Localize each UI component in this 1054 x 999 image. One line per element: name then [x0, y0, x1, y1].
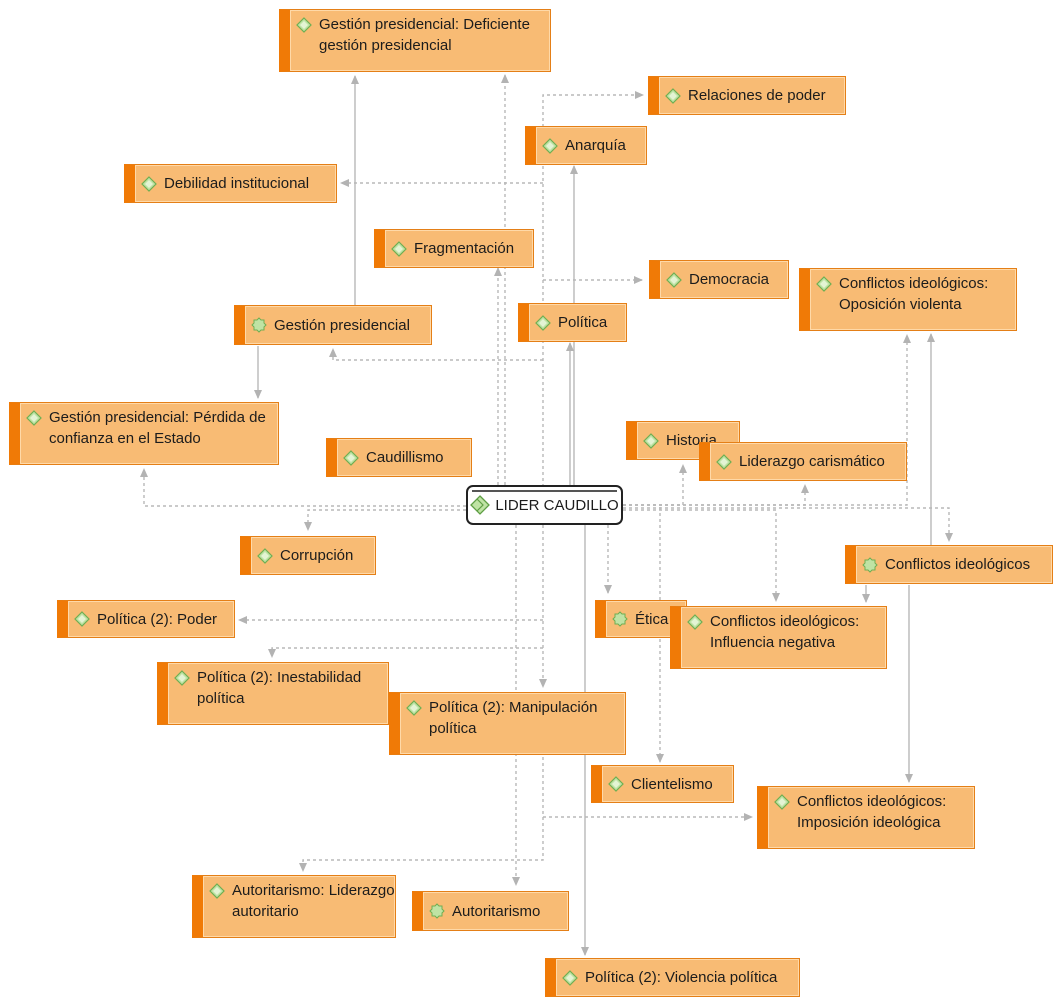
- edge-conflictos: [623, 507, 953, 542]
- node-label: Política: [558, 314, 608, 331]
- node-corrupcion[interactable]: Corrupción: [240, 536, 376, 575]
- code-diamond-icon: [687, 614, 703, 630]
- code-diamond-icon: [343, 449, 359, 466]
- node-liderazgo-carismatico[interactable]: Liderazgo carismático: [699, 442, 907, 481]
- code-diamond-icon: [816, 276, 832, 292]
- node-label: Relaciones de poder: [688, 87, 826, 104]
- node-label: Anarquía: [565, 137, 626, 154]
- edge-influencia: [623, 509, 780, 602]
- node-imposicion-ideologica[interactable]: Conflictos ideológicos:Imposición ideoló…: [757, 786, 975, 849]
- code-diamond-icon: [470, 495, 491, 515]
- node-historia[interactable]: Historia: [626, 421, 740, 460]
- node-politica[interactable]: Política: [518, 303, 627, 342]
- code-diamond-icon: [26, 410, 42, 426]
- node-label: Caudillismo: [366, 449, 444, 466]
- code-group-icon: [612, 611, 628, 627]
- central-node-lider-caudillo[interactable]: LIDER CAUDILLO: [466, 485, 623, 525]
- edge-historia: [623, 464, 687, 506]
- node-label: Democracia: [689, 271, 770, 288]
- code-group-icon: [429, 903, 445, 919]
- node-label: Conflictos ideológicos: [885, 556, 1031, 573]
- node-label: Corrupción: [280, 547, 354, 564]
- node-relaciones-poder[interactable]: Relaciones de poder: [648, 76, 846, 115]
- code-diamond-icon: [666, 271, 682, 288]
- code-diamond-icon: [665, 87, 681, 104]
- node-label: Autoritarismo: [452, 902, 541, 920]
- code-diamond-icon: [716, 453, 732, 470]
- node-label: Liderazgo carismático: [739, 453, 885, 470]
- node-oposicion-violenta[interactable]: Conflictos ideológicos:Oposición violent…: [799, 268, 1017, 331]
- code-diamond-icon: [296, 17, 312, 33]
- node-clientelismo[interactable]: Clientelismo: [591, 765, 734, 803]
- edge-relaciones-poder: [542, 91, 644, 505]
- node-democracia[interactable]: Democracia: [649, 260, 789, 299]
- central-node-label: LIDER CAUDILLO: [495, 496, 619, 514]
- code-diamond-icon: [257, 547, 273, 564]
- code-group-icon: [862, 556, 878, 573]
- code-diamond-icon: [542, 137, 558, 154]
- node-violencia-politica[interactable]: Política (2): Violencia política: [545, 958, 800, 997]
- edge-autoritarismo-lid: [299, 757, 544, 872]
- node-label: Ética: [635, 610, 669, 628]
- code-group-icon: [251, 317, 267, 333]
- node-conflictos-ideologicos[interactable]: Conflictos ideológicos: [845, 545, 1053, 584]
- edge-inestabilidad: [268, 647, 543, 658]
- node-gestion-presidencial[interactable]: Gestión presidencial: [234, 305, 432, 345]
- code-diamond-icon: [74, 611, 90, 627]
- code-diamond-icon: [535, 314, 551, 331]
- code-diamond-icon: [608, 776, 624, 792]
- node-label: Política (2): Poder: [97, 610, 218, 628]
- node-influencia-negativa[interactable]: Conflictos ideológicos:Influencia negati…: [670, 606, 887, 669]
- edge-corrupcion: [304, 509, 466, 531]
- node-autoritarismo[interactable]: Autoritarismo: [412, 891, 569, 931]
- code-diamond-icon: [406, 700, 422, 716]
- code-diamond-icon: [391, 240, 407, 257]
- code-diamond-icon: [141, 175, 157, 192]
- code-diamond-icon: [174, 670, 190, 686]
- node-label: Gestión presidencial: [274, 316, 410, 334]
- code-diamond-icon: [562, 969, 578, 986]
- node-etica[interactable]: Ética: [595, 600, 687, 638]
- node-debilidad-institucional[interactable]: Debilidad institucional: [124, 164, 337, 203]
- node-politica-poder[interactable]: Política (2): Poder: [57, 600, 235, 638]
- node-label: Fragmentación: [414, 240, 515, 257]
- edge-opos-violenta: [623, 334, 911, 506]
- code-diamond-icon: [643, 432, 659, 449]
- code-diamond-icon: [209, 883, 225, 899]
- node-fragmentacion[interactable]: Fragmentación: [374, 229, 534, 268]
- edge-liderazgo-car: [623, 484, 809, 506]
- node-caudillismo[interactable]: Caudillismo: [326, 438, 472, 477]
- node-label: Clientelismo: [631, 775, 713, 793]
- code-diamond-icon: [774, 794, 790, 810]
- node-label: Política (2): Violencia política: [585, 969, 778, 986]
- edge-gestion: [329, 348, 543, 361]
- node-anarquia[interactable]: Anarquía: [525, 126, 647, 165]
- node-label: Debilidad institucional: [164, 175, 310, 192]
